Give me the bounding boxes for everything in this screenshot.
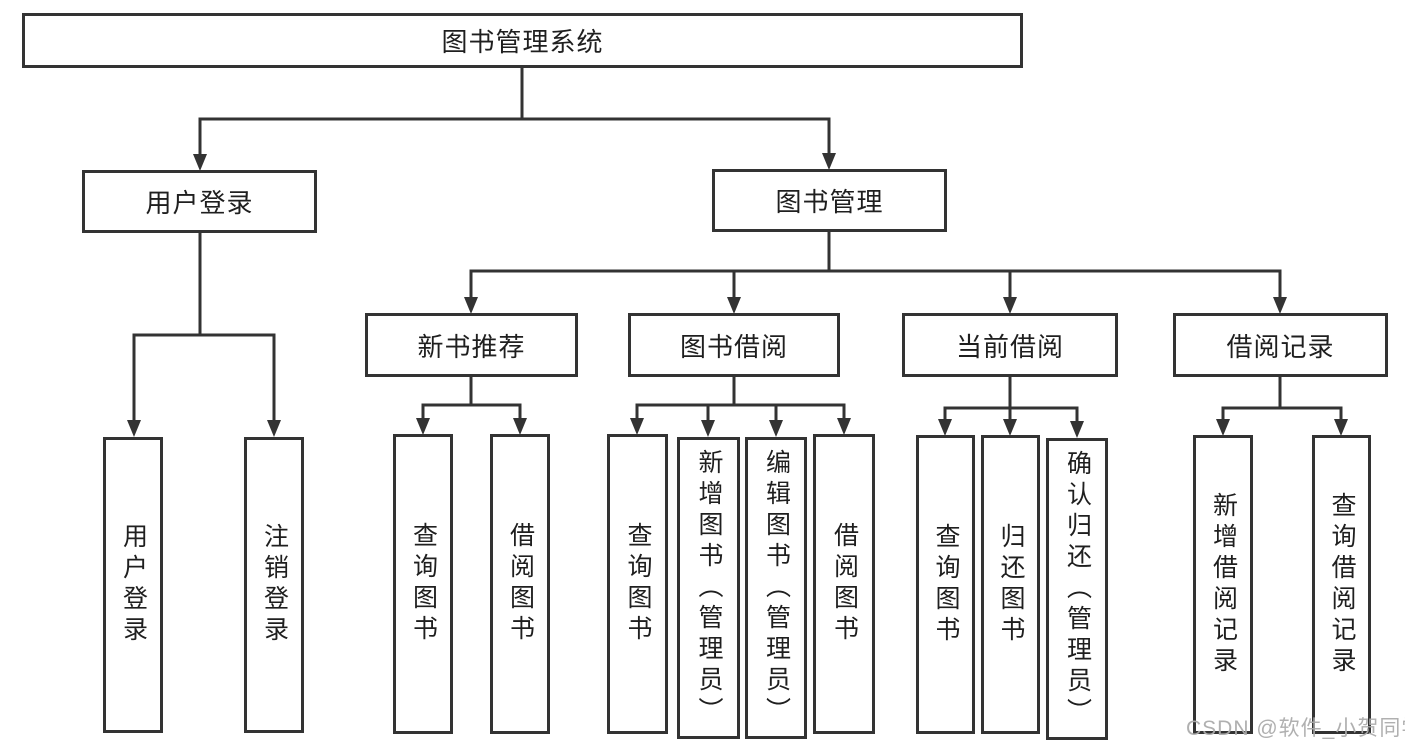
node-current-borrow: 当前借阅 (902, 313, 1118, 377)
leaf-add-book-admin-label: 新增图书（管理员） (695, 448, 723, 728)
leaf-user-login-label: 用户登录 (119, 523, 148, 647)
node-borrow-records-label: 借阅记录 (1226, 331, 1335, 362)
leaf-return-book-label: 归还图书 (997, 522, 1025, 647)
node-book-management: 图书管理 (712, 169, 947, 232)
leaf-logout-label: 注销登录 (260, 523, 289, 647)
node-new-book-recommend: 新书推荐 (365, 313, 578, 377)
leaf-confirm-return-admin: 确认归还（管理员） (1046, 438, 1108, 740)
node-book-borrow-label: 图书借阅 (679, 331, 788, 362)
csdn-watermark: CSDN @软件_小贺同学 (1186, 717, 1405, 740)
leaf-query-books-3: 查询图书 (916, 435, 975, 734)
leaf-confirm-return-admin-label: 确认归还（管理员） (1063, 449, 1092, 729)
leaf-borrow-books-2: 借阅图书 (813, 434, 875, 734)
leaf-query-borrow-record: 查询借阅记录 (1312, 435, 1371, 734)
leaf-add-borrow-record: 新增借阅记录 (1193, 435, 1253, 734)
node-user-login-label: 用户登录 (145, 188, 254, 218)
leaf-query-books-1: 查询图书 (393, 434, 453, 734)
node-new-book-recommend-label: 新书推荐 (417, 331, 526, 362)
node-borrow-records: 借阅记录 (1173, 313, 1388, 377)
node-current-borrow-label: 当前借阅 (955, 331, 1064, 362)
leaf-borrow-books-1-label: 借阅图书 (506, 522, 535, 646)
leaf-return-book: 归还图书 (981, 435, 1040, 734)
leaf-edit-book-admin: 编辑图书（管理员） (745, 437, 807, 739)
node-user-login: 用户登录 (82, 170, 317, 233)
leaf-borrow-books-2-label: 借阅图书 (830, 522, 859, 646)
leaf-edit-book-admin-label: 编辑图书（管理员） (762, 448, 791, 728)
leaf-add-borrow-record-label: 新增借阅记录 (1209, 491, 1238, 678)
leaf-query-books-3-label: 查询图书 (932, 522, 960, 647)
leaf-query-books-2-label: 查询图书 (624, 522, 652, 646)
leaf-query-books-2: 查询图书 (607, 434, 668, 734)
leaf-borrow-books-1: 借阅图书 (490, 434, 550, 734)
node-book-borrow: 图书借阅 (628, 313, 840, 377)
leaf-add-book-admin: 新增图书（管理员） (677, 437, 740, 739)
leaf-query-books-1-label: 查询图书 (409, 522, 438, 646)
node-library-system: 图书管理系统 (22, 13, 1023, 68)
leaf-user-login: 用户登录 (103, 437, 163, 733)
leaf-logout: 注销登录 (244, 437, 304, 733)
leaf-query-borrow-record-label: 查询借阅记录 (1328, 491, 1356, 678)
node-library-system-label: 图书管理系统 (441, 27, 604, 57)
node-book-management-label: 图书管理 (775, 187, 884, 217)
